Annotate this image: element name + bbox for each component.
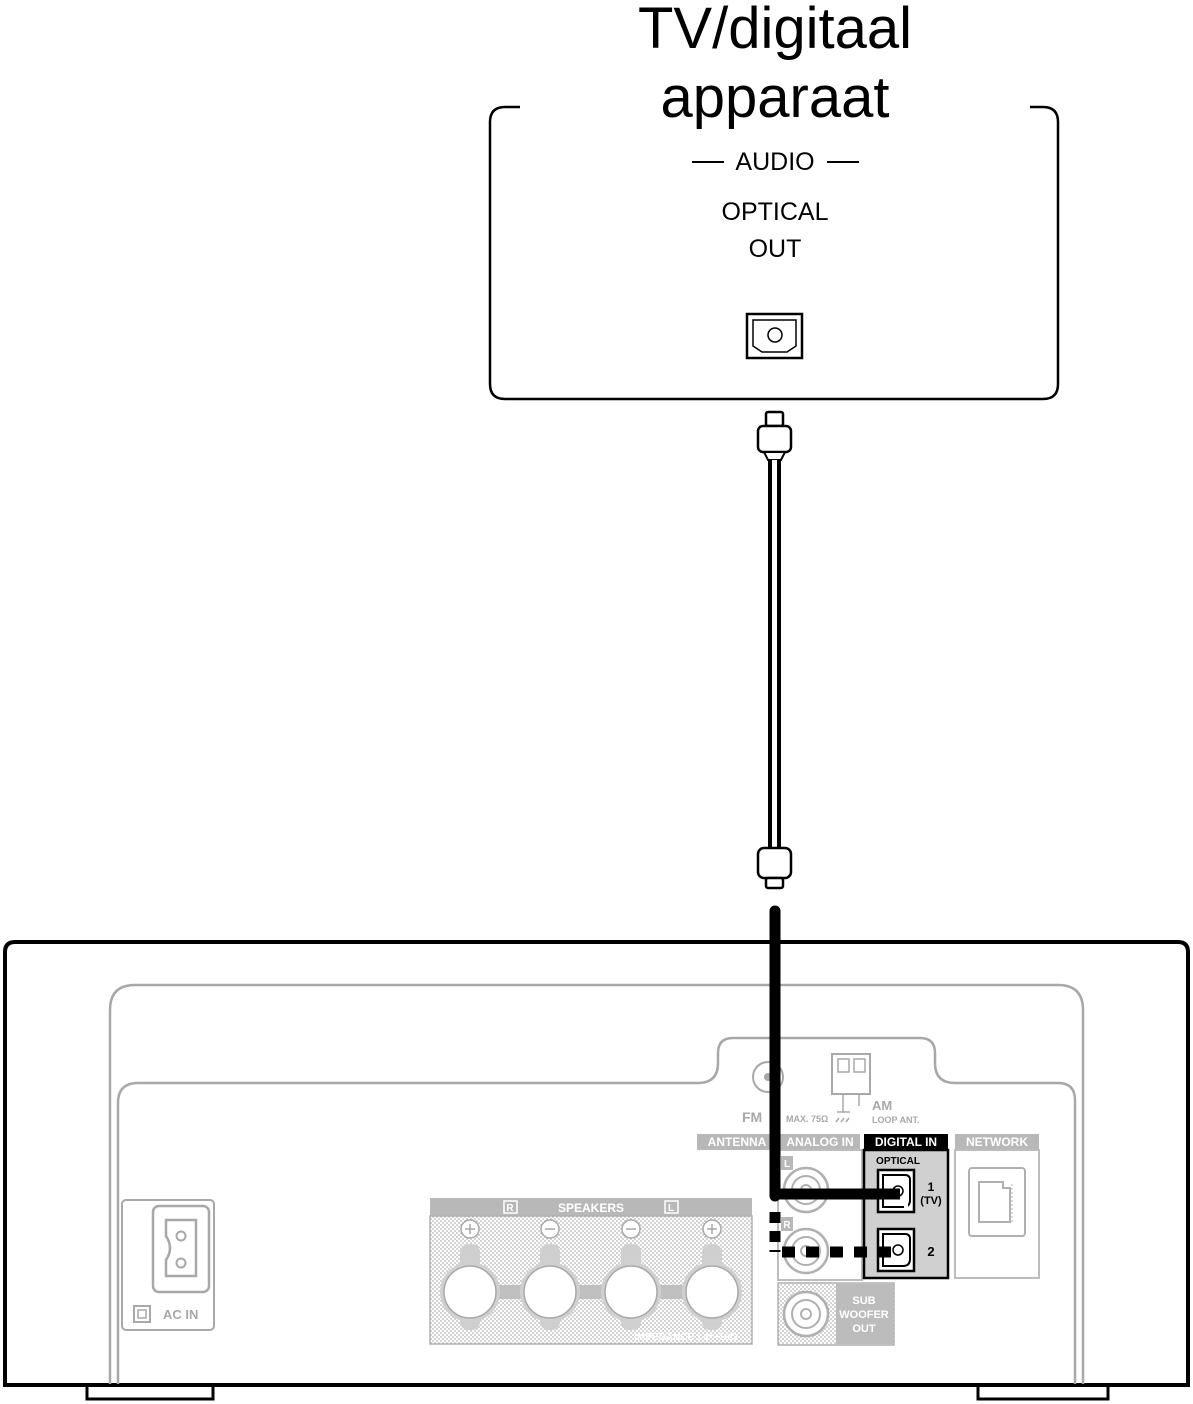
connection-optical-2-alternative [769,1212,895,1258]
speaker-terminal-r-plus [440,1219,500,1330]
digital-in-label: DIGITAL IN [875,1135,937,1149]
analog-r-label: R [783,1220,791,1231]
am-label: AM [872,1098,892,1113]
port-1-label: 1 [928,1180,935,1194]
impedance-label: IMPEDANCE : 4～16Ω [634,1332,738,1343]
network-label: NETWORK [966,1135,1028,1149]
source-device-box [488,105,1060,401]
cable-plug-top [756,410,793,461]
speaker-terminals: R SPEAKERS L [429,1198,753,1345]
fm-label: FM [742,1109,762,1125]
port-1-tv-label: (TV) [920,1195,942,1207]
device-title-line2: apparaat [661,65,890,130]
digital-in-panel: DIGITAL IN OPTICAL 1 (TV) 2 [862,1134,950,1280]
ac-in-label: AC IN [163,1307,198,1322]
speaker-left-label: L [668,1203,674,1214]
antenna-label: ANTENNA [708,1135,767,1149]
fm-spec-label: MAX. 75Ω [786,1114,828,1124]
speaker-terminal-l-plus [682,1219,742,1330]
speaker-terminal-r-minus [520,1219,580,1330]
optical-in-label: OPTICAL [876,1156,920,1167]
speakers-label: SPEAKERS [558,1201,624,1215]
connection-optical-1 [769,905,908,1209]
am-spec-label: LOOP ANT. [872,1115,920,1125]
analog-l-label: L [784,1159,790,1170]
subwoofer-label-line2: WOOFER [839,1309,889,1321]
device-title-line1: TV/digitaal [638,0,912,61]
speaker-right-label: R [506,1203,514,1214]
optical-out-label-line2: OUT [749,235,802,263]
optical-out-label-line1: OPTICAL [722,198,829,226]
speaker-terminal-l-minus [601,1219,661,1330]
ac-in-inlet: AC IN [121,1199,215,1331]
optical-cable [756,410,793,890]
port-2-label: 2 [927,1244,934,1259]
optical-out-jack [745,312,804,360]
analog-in-label: ANALOG IN [786,1135,853,1149]
audio-section-label: AUDIO [735,148,814,176]
subwoofer-out-jack: SUB WOOFER OUT [777,1282,895,1346]
cable-plug-bottom [756,846,793,890]
network-port: NETWORK [954,1134,1040,1279]
subwoofer-label-line3: OUT [852,1323,876,1335]
subwoofer-label-line1: SUB [852,1295,875,1307]
